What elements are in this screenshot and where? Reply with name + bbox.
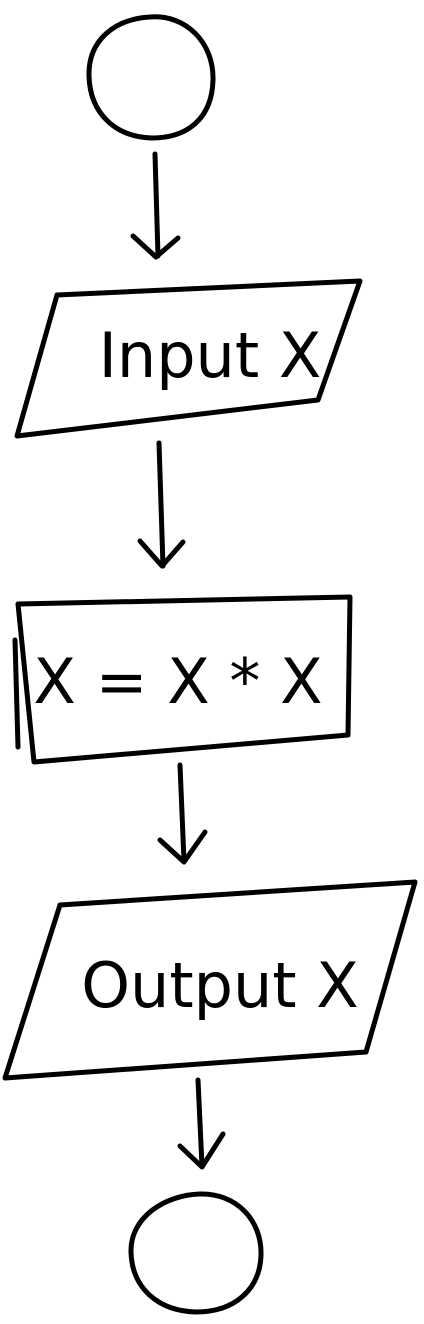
arrow-process-to-output	[177, 762, 187, 864]
arrowhead-start-to-input	[130, 233, 181, 260]
end-terminal	[128, 1191, 264, 1315]
input-node-shape	[14, 278, 363, 439]
arrow-input-to-process	[156, 440, 166, 569]
output-node-shape	[2, 879, 418, 1081]
arrow-start-to-input	[152, 151, 161, 259]
process-node-label: X = X * X	[33, 645, 322, 718]
start-terminal	[86, 14, 216, 141]
input-node-label: Input X	[99, 319, 322, 392]
arrow-output-to-end	[195, 1077, 205, 1169]
arrowhead-process-to-output	[157, 829, 208, 865]
output-node-label: Output X	[81, 949, 359, 1022]
process-node-shape	[15, 594, 353, 765]
arrowhead-input-to-process	[137, 538, 186, 569]
process-node-left-stroke	[12, 637, 21, 750]
arrowhead-output-to-end	[177, 1131, 226, 1170]
